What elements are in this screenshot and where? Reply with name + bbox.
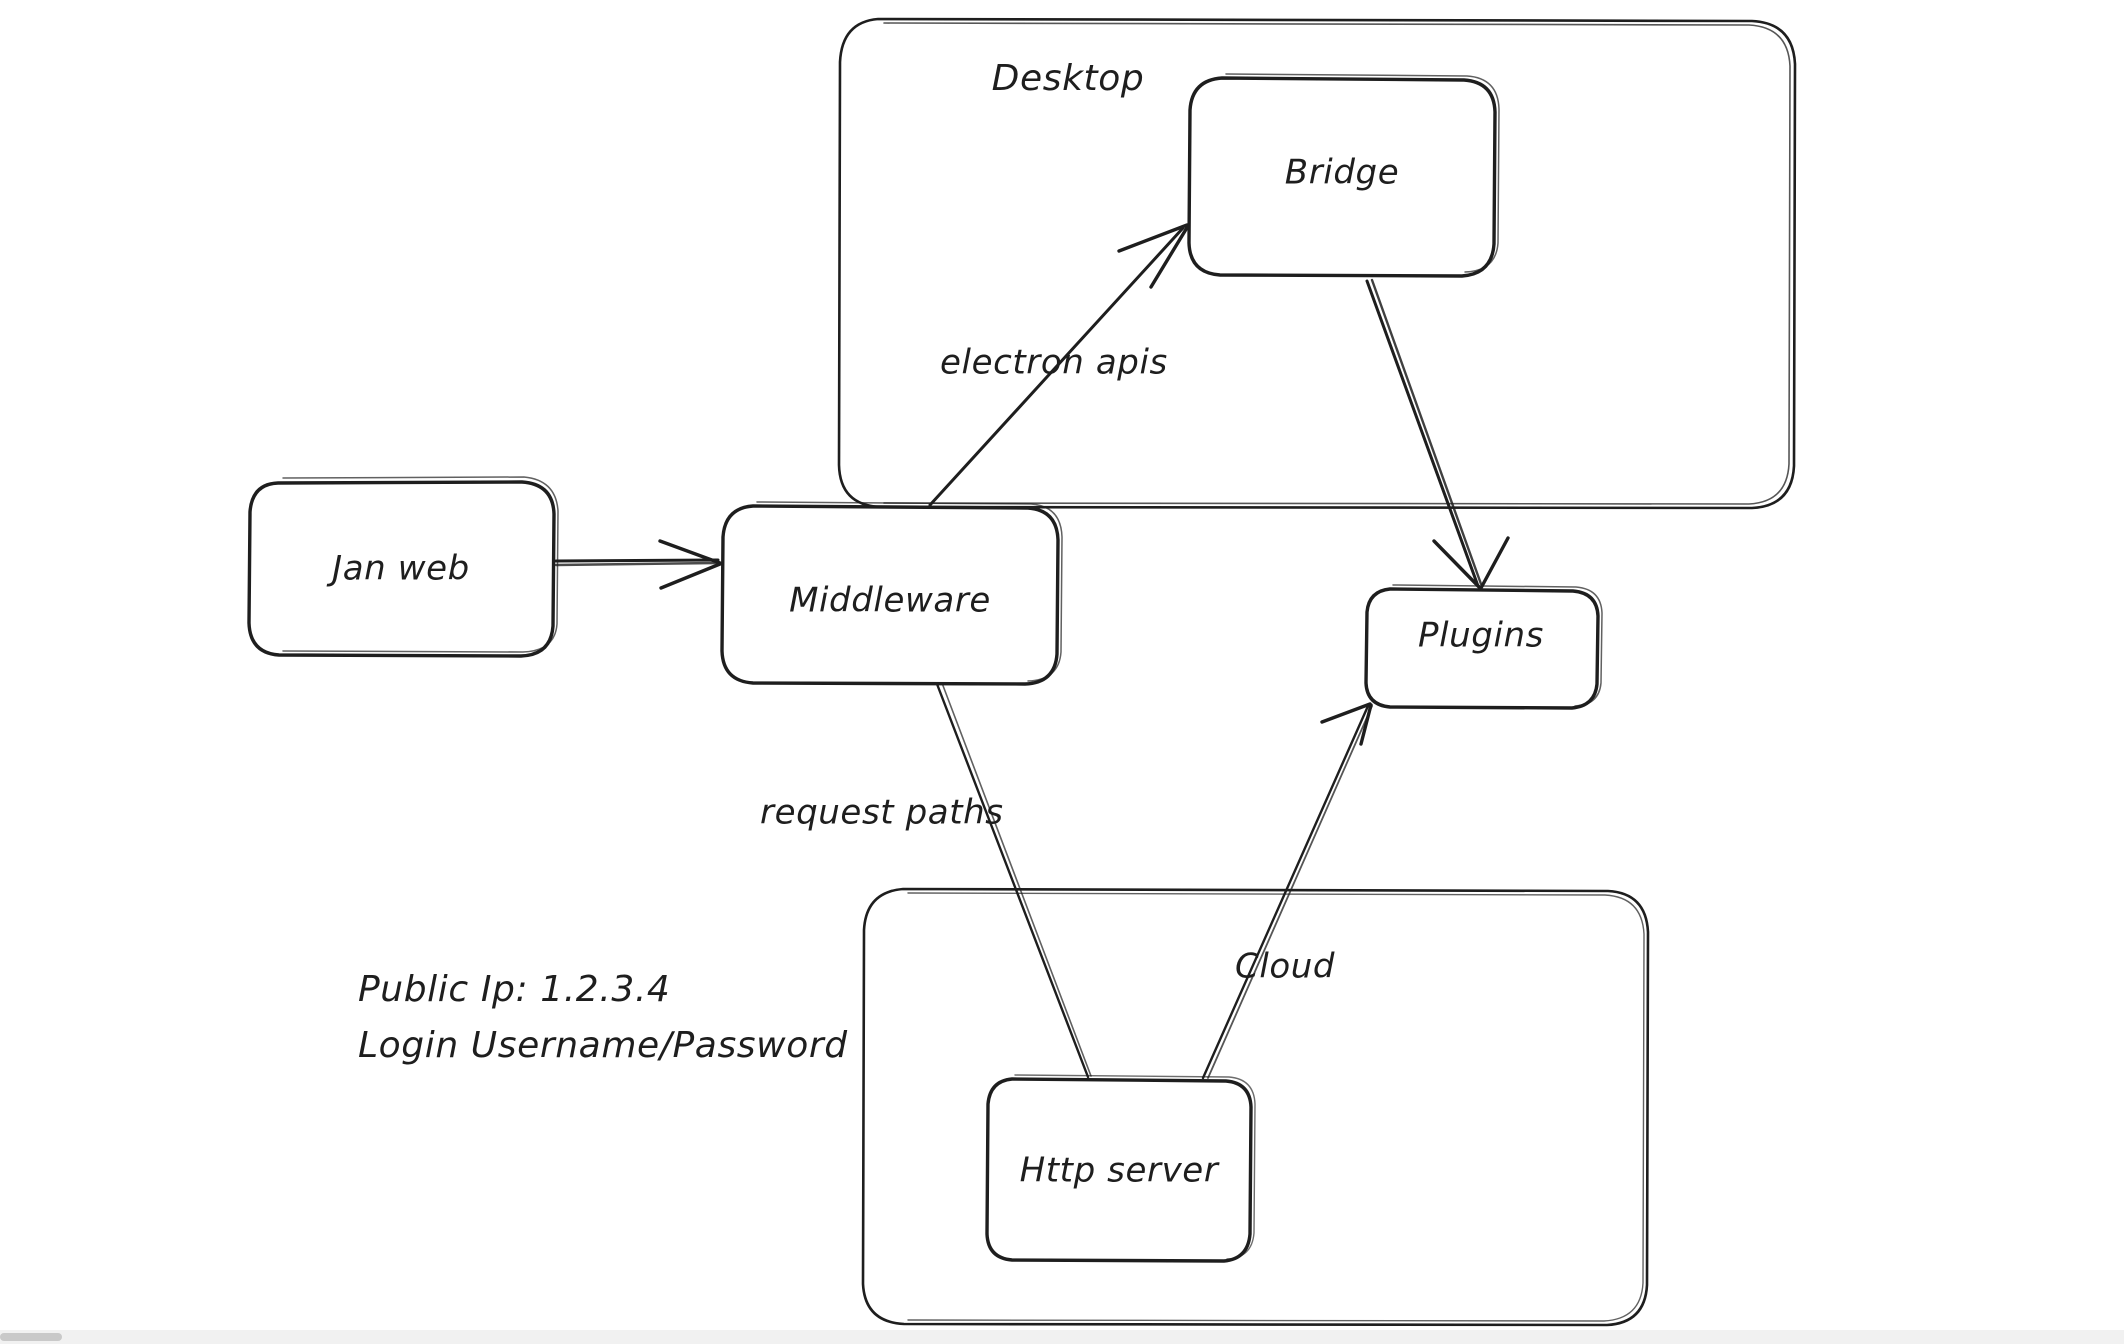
node-label-http-server: Http server [1020, 1151, 1220, 1191]
edge-http-plugins-line [1201, 704, 1370, 1080]
desktop-boundary [837, 17, 1797, 510]
edge-jan-middleware-line [554, 558, 720, 563]
node-plugins[interactable]: Plugins [1364, 584, 1603, 710]
node-jan-web[interactable]: Jan web [247, 476, 559, 658]
edge-jan-middleware-line-second-pass [554, 561, 718, 567]
edge-middleware-http-line [935, 682, 1090, 1079]
note-line-login: Login Username/Password [358, 1025, 848, 1066]
edge-http-server-to-plugins[interactable]: Cloud [1201, 702, 1373, 1080]
edge-label-request-paths: request paths [760, 793, 1004, 833]
cloud-group-boundary-second-pass [907, 892, 1645, 1322]
edge-bridge-plugins-line [1365, 279, 1480, 588]
edge-jan-middleware-arrowhead [658, 539, 722, 590]
edge-jan-web-to-middleware[interactable] [554, 539, 722, 590]
node-http-server[interactable]: Http server [985, 1074, 1256, 1263]
container-label-desktop: Desktop [992, 58, 1145, 99]
node-jan-web-box-second-pass [282, 476, 559, 653]
edge-bridge-to-plugins[interactable] [1365, 278, 1510, 590]
edge-http-plugins-line-second-pass [1207, 705, 1373, 1079]
edge-middleware-bridge-arrowhead [1117, 223, 1190, 289]
edge-middleware-http-line-second-pass [941, 682, 1092, 1077]
node-http-server-box-second-pass [1014, 1074, 1256, 1260]
node-middleware[interactable]: Middleware [720, 501, 1063, 686]
node-middleware-box [720, 504, 1060, 686]
scrollbar-thumb[interactable] [0, 1333, 62, 1341]
node-label-middleware: Middleware [789, 581, 991, 621]
node-middleware-box-second-pass [756, 501, 1063, 682]
edge-http-plugins-arrowhead [1320, 702, 1373, 746]
node-jan-web-box [247, 480, 556, 658]
notes-block[interactable]: Public Ip: 1.2.3.4 Login Username/Passwo… [358, 969, 848, 1066]
container-desktop[interactable]: Desktop [837, 17, 1797, 510]
edge-middleware-bridge-line [928, 226, 1185, 507]
container-cloud-group[interactable] [861, 887, 1650, 1327]
node-label-jan-web: Jan web [326, 549, 470, 589]
edge-label-cloud: Cloud [1235, 947, 1335, 987]
node-http-server-box [985, 1077, 1253, 1263]
node-label-bridge: Bridge [1285, 153, 1399, 193]
note-line-public-ip: Public Ip: 1.2.3.4 [358, 969, 670, 1010]
node-bridge-box-second-pass [1225, 73, 1500, 273]
node-bridge[interactable]: Bridge [1187, 73, 1500, 278]
cloud-group-boundary [861, 887, 1650, 1327]
node-label-plugins: Plugins [1418, 616, 1544, 656]
edge-label-electron-apis: electron apis [940, 343, 1168, 383]
edge-middleware-to-bridge[interactable]: electron apis [928, 223, 1190, 507]
edge-middleware-to-http-server[interactable]: request paths [760, 682, 1092, 1079]
node-plugins-box-second-pass [1392, 584, 1603, 707]
horizontal-scrollbar[interactable] [0, 1330, 2124, 1344]
desktop-boundary-second-pass [883, 22, 1791, 505]
edge-bridge-plugins-line-second-pass [1370, 278, 1483, 586]
node-bridge-box [1187, 76, 1497, 278]
edge-bridge-plugins-arrowhead [1432, 536, 1510, 590]
node-plugins-box [1364, 587, 1600, 710]
